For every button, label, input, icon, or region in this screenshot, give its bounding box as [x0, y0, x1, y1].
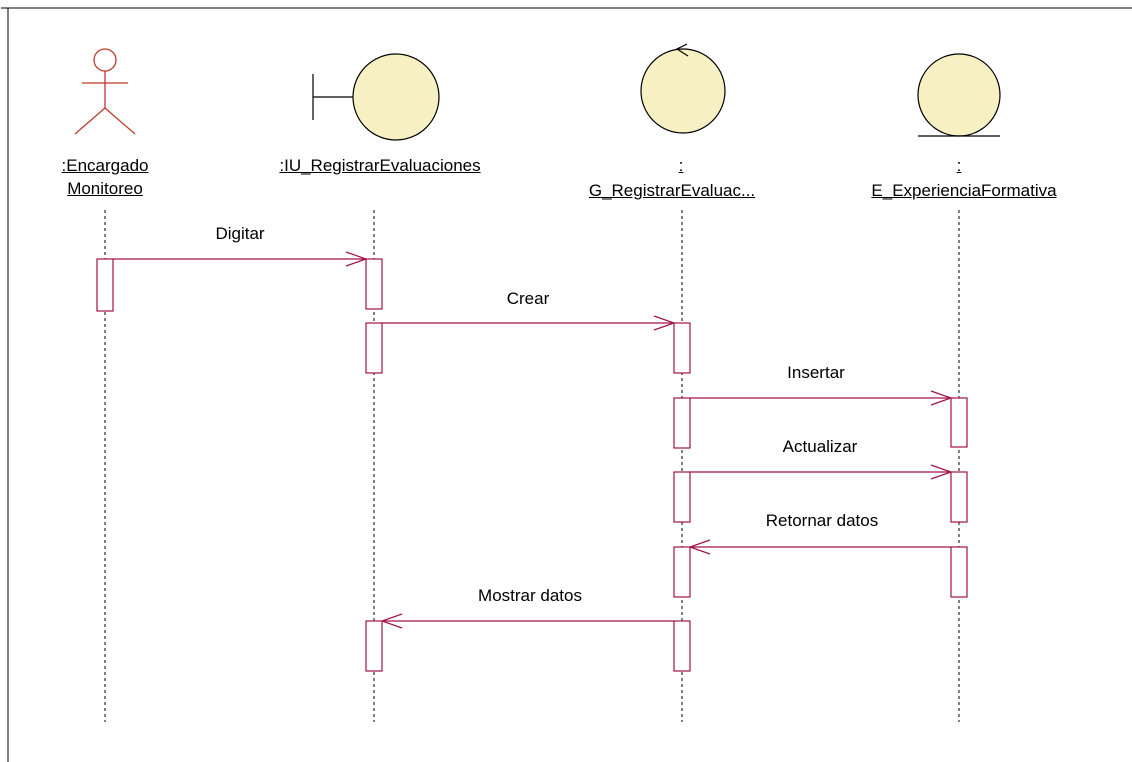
activation-bar — [673, 546, 691, 598]
actor-icon — [74, 48, 136, 135]
participant-gestor-name-line2: G_RegistrarEvaluac... — [588, 181, 756, 200]
participant-gestor-name-line1: : — [678, 156, 684, 175]
participant-encargado-name-line1: :Encargado — [61, 156, 149, 175]
activation-bar — [673, 620, 691, 672]
message-label-actualizar: Actualizar — [782, 437, 858, 456]
message-label-retornar-datos: Retornar datos — [765, 511, 879, 530]
activation-bar — [673, 471, 691, 523]
participant-entidad-name-line2: E_ExperienciaFormativa — [871, 181, 1057, 200]
activation-bar — [96, 258, 114, 312]
participant-encargado-name-line2: Monitoreo — [67, 179, 143, 198]
activation-bar — [950, 546, 968, 598]
control-icon — [640, 43, 726, 134]
message-label-digitar: Digitar — [215, 224, 265, 243]
participant-iu-name: :IU_RegistrarEvaluaciones — [279, 156, 481, 175]
message-crear-arrow — [382, 315, 676, 331]
activation-bars — [96, 258, 968, 672]
activation-bar — [673, 322, 691, 374]
activation-bar — [673, 397, 691, 449]
entity-icon — [917, 53, 1001, 137]
message-digitar-arrow — [113, 251, 368, 267]
message-retornar-datos-arrow — [688, 539, 951, 555]
message-actualizar-arrow — [690, 464, 953, 480]
message-label-mostrar-datos: Mostrar datos — [478, 586, 582, 605]
activation-bar — [365, 620, 383, 672]
lifelines — [104, 210, 960, 722]
message-label-insertar: Insertar — [787, 363, 845, 382]
activation-bar — [365, 258, 383, 310]
boundary-icon — [312, 53, 440, 141]
participant-entidad-name-line1: : — [956, 156, 962, 175]
activation-bar — [365, 322, 383, 374]
activation-bar — [950, 397, 968, 448]
message-label-crear: Crear — [506, 289, 550, 308]
message-mostrar-datos-arrow — [380, 613, 674, 629]
message-insertar-arrow — [690, 390, 953, 406]
activation-bar — [950, 471, 968, 523]
